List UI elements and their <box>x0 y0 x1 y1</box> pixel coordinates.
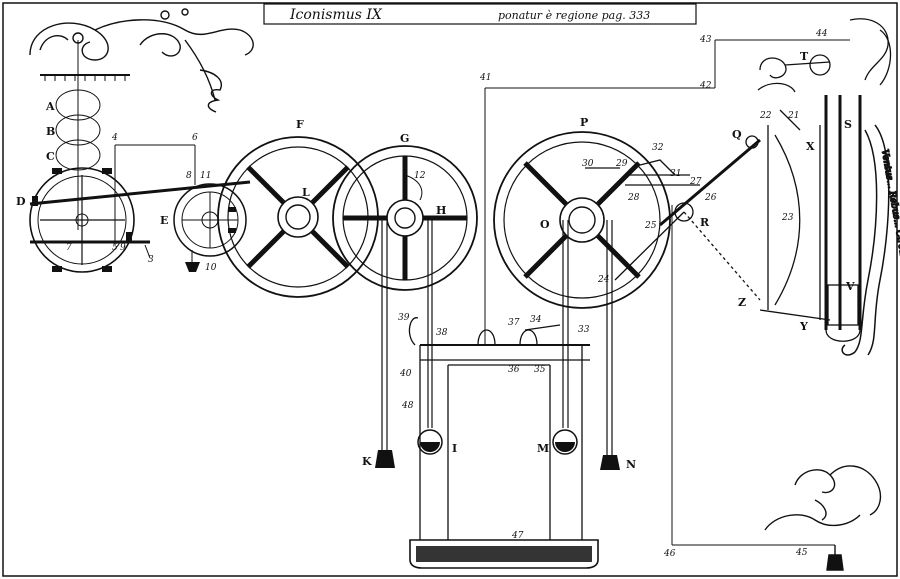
num-39: 39 <box>398 313 410 323</box>
num-7: 7 <box>66 243 72 253</box>
label-k: K <box>362 455 372 468</box>
right-frame <box>759 95 862 342</box>
num-30: 30 <box>582 159 594 169</box>
num-32: 32 <box>652 143 664 153</box>
label-a: A <box>45 100 55 113</box>
num-10: 10 <box>205 263 217 273</box>
num-35: 35 <box>534 365 546 375</box>
lever-assembly <box>585 135 761 301</box>
label-q: Q <box>732 128 742 141</box>
num-36: 36 <box>508 365 520 375</box>
num-41: 41 <box>479 73 491 83</box>
num-25: 25 <box>644 221 657 231</box>
num-22: 22 <box>759 111 772 121</box>
num-45: 45 <box>795 548 808 558</box>
ornament-top-right <box>757 18 892 93</box>
label-b: B <box>46 125 55 138</box>
label-i: I <box>452 442 457 455</box>
num-40: 40 <box>399 369 412 379</box>
num-12: 12 <box>414 171 426 181</box>
num-23: 23 <box>781 213 794 223</box>
label-y: Y <box>799 320 808 333</box>
wheel-p <box>493 131 671 309</box>
weight-i <box>417 429 443 455</box>
serpent-scroll: Ventus... Rebus... Circulat... <box>841 124 900 356</box>
num-26: 26 <box>704 193 717 203</box>
num-46: 46 <box>663 549 676 559</box>
wheel-e <box>173 183 247 272</box>
trough <box>409 539 599 569</box>
num-27: 27 <box>689 177 702 187</box>
label-g: G <box>400 132 409 145</box>
num-47: 47 <box>511 531 524 541</box>
label-x: X <box>806 140 815 153</box>
label-m: M <box>537 442 549 455</box>
cords-and-weights <box>381 218 613 455</box>
weight-k <box>375 450 395 468</box>
label-s: S <box>844 118 852 131</box>
num-42: 42 <box>699 81 712 91</box>
label-z: Z <box>738 296 746 309</box>
num-31: 31 <box>670 169 681 179</box>
num-21: 21 <box>787 111 799 121</box>
ornament-bottom-right <box>764 465 882 571</box>
num-9: 9 <box>120 243 126 253</box>
label-p: P <box>580 116 588 129</box>
num-37: 37 <box>508 318 520 328</box>
figure-letters: A B C D E F G H I K L M N O P Q R S T V … <box>16 50 855 471</box>
connecting-cords <box>484 39 850 550</box>
wheel-g <box>332 145 478 291</box>
label-e: E <box>160 214 168 227</box>
upper-frame <box>114 144 196 259</box>
label-v: V <box>845 280 855 293</box>
num-48: 48 <box>401 401 414 411</box>
label-t: T <box>800 50 809 63</box>
num-29: 29 <box>615 159 628 169</box>
figure-numbers: 3 4 5 6 7 8 9 10 11 12 21 22 23 24 25 26… <box>66 29 828 559</box>
plate-title: Iconismus IX <box>289 7 383 23</box>
num-38: 38 <box>436 328 448 338</box>
plate-caption: ponatur è regione pag. 333 <box>498 9 650 22</box>
num-5: 5 <box>112 243 118 253</box>
num-28: 28 <box>627 193 640 203</box>
num-6: 6 <box>192 133 198 143</box>
wheel-d <box>29 167 251 273</box>
label-l: L <box>302 186 310 199</box>
label-r: R <box>700 216 710 229</box>
label-f: F <box>296 118 304 131</box>
num-4: 4 <box>111 133 118 143</box>
num-24: 24 <box>597 275 610 285</box>
num-11: 11 <box>200 171 211 181</box>
label-d: D <box>16 195 26 208</box>
num-33: 33 <box>578 325 590 335</box>
label-h: H <box>436 204 446 217</box>
num-44: 44 <box>815 29 828 39</box>
ornament-top-left <box>29 8 254 113</box>
label-n: N <box>626 458 636 471</box>
num-8: 8 <box>186 171 192 181</box>
label-o: O <box>540 218 550 231</box>
num-3: 3 <box>148 255 154 265</box>
num-43: 43 <box>699 35 712 45</box>
num-34: 34 <box>530 315 542 325</box>
weight-n <box>600 455 620 470</box>
weight-m <box>552 429 578 455</box>
label-c: C <box>46 150 55 163</box>
central-stand <box>408 317 590 540</box>
title-box <box>263 3 697 25</box>
